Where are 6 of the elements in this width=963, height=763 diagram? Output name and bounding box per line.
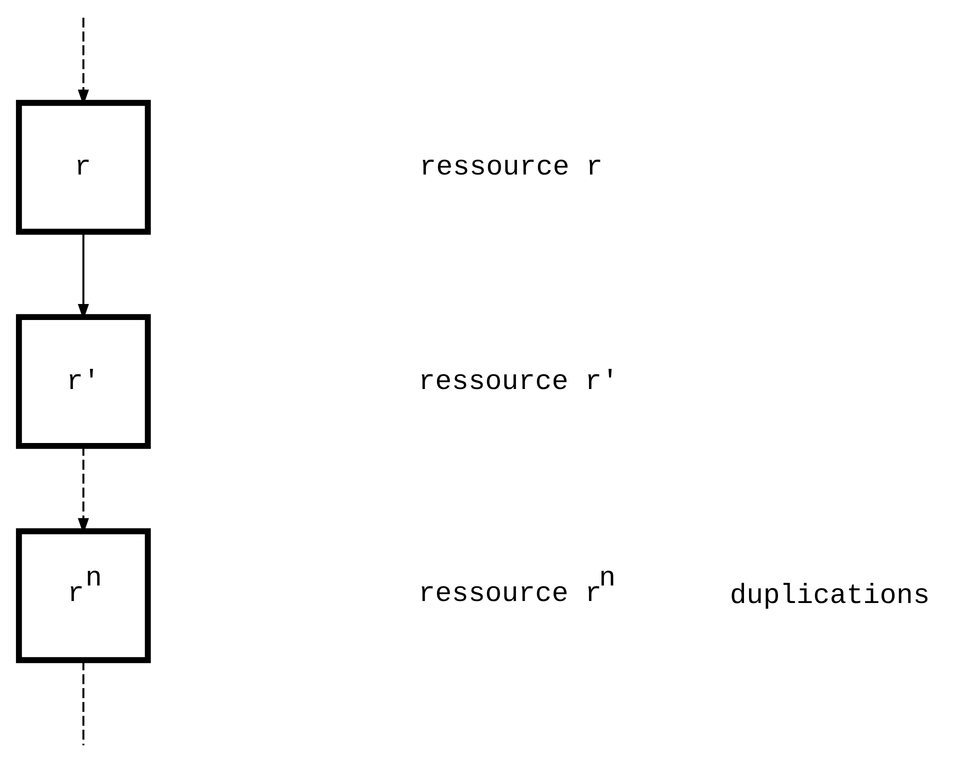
node-box: r xyxy=(16,100,151,235)
label: ressource r' xyxy=(418,366,618,398)
label: duplications xyxy=(730,581,930,612)
label: ressource r xyxy=(420,152,603,184)
connector xyxy=(82,660,84,746)
node-box: r' xyxy=(16,314,151,449)
